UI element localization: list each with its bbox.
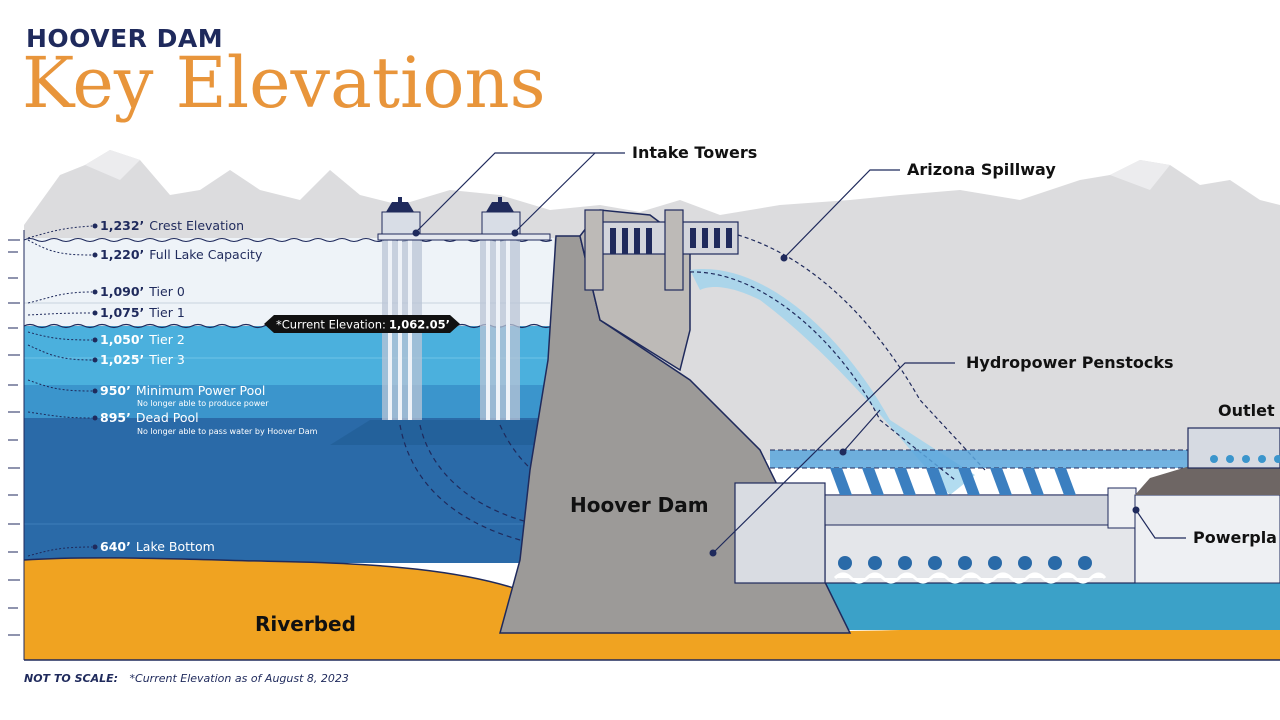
outlet-structure — [1135, 427, 1280, 495]
svg-text:1,220’Full Lake Capacity: 1,220’ Full Lake Capacity — [100, 247, 263, 262]
svg-text:1,090’Tier 0: 1,090’ Tier 0 — [100, 284, 185, 299]
elevation-label-tier2: Tier 2 — [148, 332, 184, 347]
elevation-note-min-power: No longer able to produce power — [137, 399, 269, 408]
elevation-value-crest: 1,232’ — [100, 218, 144, 233]
elevation-value-min-power: 950’ — [100, 383, 131, 398]
elevation-label-tier0: Tier 0 — [148, 284, 185, 299]
svg-text:1,050’Tier 2: 1,050’ Tier 2 — [100, 332, 185, 347]
elevation-label-tier1: Tier 1 — [148, 305, 184, 320]
svg-text:640’Lake Bottom: 640’ Lake Bottom — [100, 539, 215, 554]
elevation-label-tier3: Tier 3 — [148, 352, 184, 367]
elevation-value-tier3: 1,025’ — [100, 352, 144, 367]
downstream-water — [825, 582, 1280, 630]
elevation-label-lake-bottom: Lake Bottom — [136, 539, 215, 554]
callout-outlet: Outlet — [1218, 401, 1275, 420]
riverbed — [24, 557, 1280, 660]
label-riverbed: Riverbed — [255, 612, 356, 636]
footer-not-to-scale: NOT TO SCALE: — [24, 672, 119, 685]
penstock-pipes — [830, 468, 1076, 495]
elevation-label-min-power: Minimum Power Pool — [136, 383, 266, 398]
elevation-value-tier2: 1,050’ — [100, 332, 144, 347]
elevation-label-dead-pool: Dead Pool — [136, 410, 199, 425]
label-hoover-dam: Hoover Dam — [570, 493, 709, 517]
svg-text:895’Dead Pool: 895’ Dead Pool — [100, 410, 199, 425]
header-subtitle: HOOVER DAM — [26, 24, 224, 53]
callout-powerplant: Powerpla — [1193, 528, 1277, 547]
callout-arizona-spillway: Arizona Spillway — [907, 160, 1056, 179]
callout-intake-towers: Intake Towers — [632, 143, 757, 162]
penstock-band — [770, 450, 1280, 468]
svg-text:*Current Elevation:1,062.05’: *Current Elevation:1,062.05’ — [276, 318, 450, 332]
elevation-value-tier0: 1,090’ — [100, 284, 144, 299]
svg-text:1,232’Crest Elevation: 1,232’ Crest Elevation — [100, 218, 244, 233]
spillway-structure — [584, 209, 739, 291]
elevation-value-lake-bottom: 640’ — [100, 539, 131, 554]
elevation-value-tier1: 1,075’ — [100, 305, 144, 320]
lake-current-layer — [24, 326, 554, 386]
lake-mid-layer — [24, 385, 554, 420]
svg-text:1,025’Tier 3: 1,025’ Tier 3 — [100, 352, 185, 367]
elevation-value-full: 1,220’ — [100, 247, 144, 262]
page-title: Key Elevations — [22, 42, 546, 124]
callout-hydropower-penstocks: Hydropower Penstocks — [966, 353, 1173, 372]
elevation-label-crest: Crest Elevation — [149, 218, 244, 233]
footer-note: *Current Elevation as of August 8, 2023 — [129, 672, 349, 685]
elevation-leaders — [27, 225, 93, 557]
elevation-label-full: Full Lake Capacity — [149, 247, 263, 262]
current-elevation-value: 1,062.05’ — [389, 318, 450, 332]
intake-tower-right — [480, 197, 521, 420]
current-elevation-badge: *Current Elevation:1,062.05’ — [264, 315, 460, 333]
current-elevation-label: *Current Elevation: — [276, 318, 386, 332]
lake-top-layer — [24, 238, 554, 328]
turbine-units — [838, 556, 1092, 570]
elevation-value-dead-pool: 895’ — [100, 410, 131, 425]
elevation-ruler — [8, 230, 25, 660]
elevation-note-dead-pool: No longer able to pass water by Hoover D… — [137, 427, 318, 436]
footer: NOT TO SCALE: *Current Elevation as of A… — [24, 672, 349, 685]
svg-text:950’Minimum Power Pool: 950’ Minimum Power Pool — [100, 383, 265, 398]
svg-text:1,075’Tier 1: 1,075’ Tier 1 — [100, 305, 185, 320]
